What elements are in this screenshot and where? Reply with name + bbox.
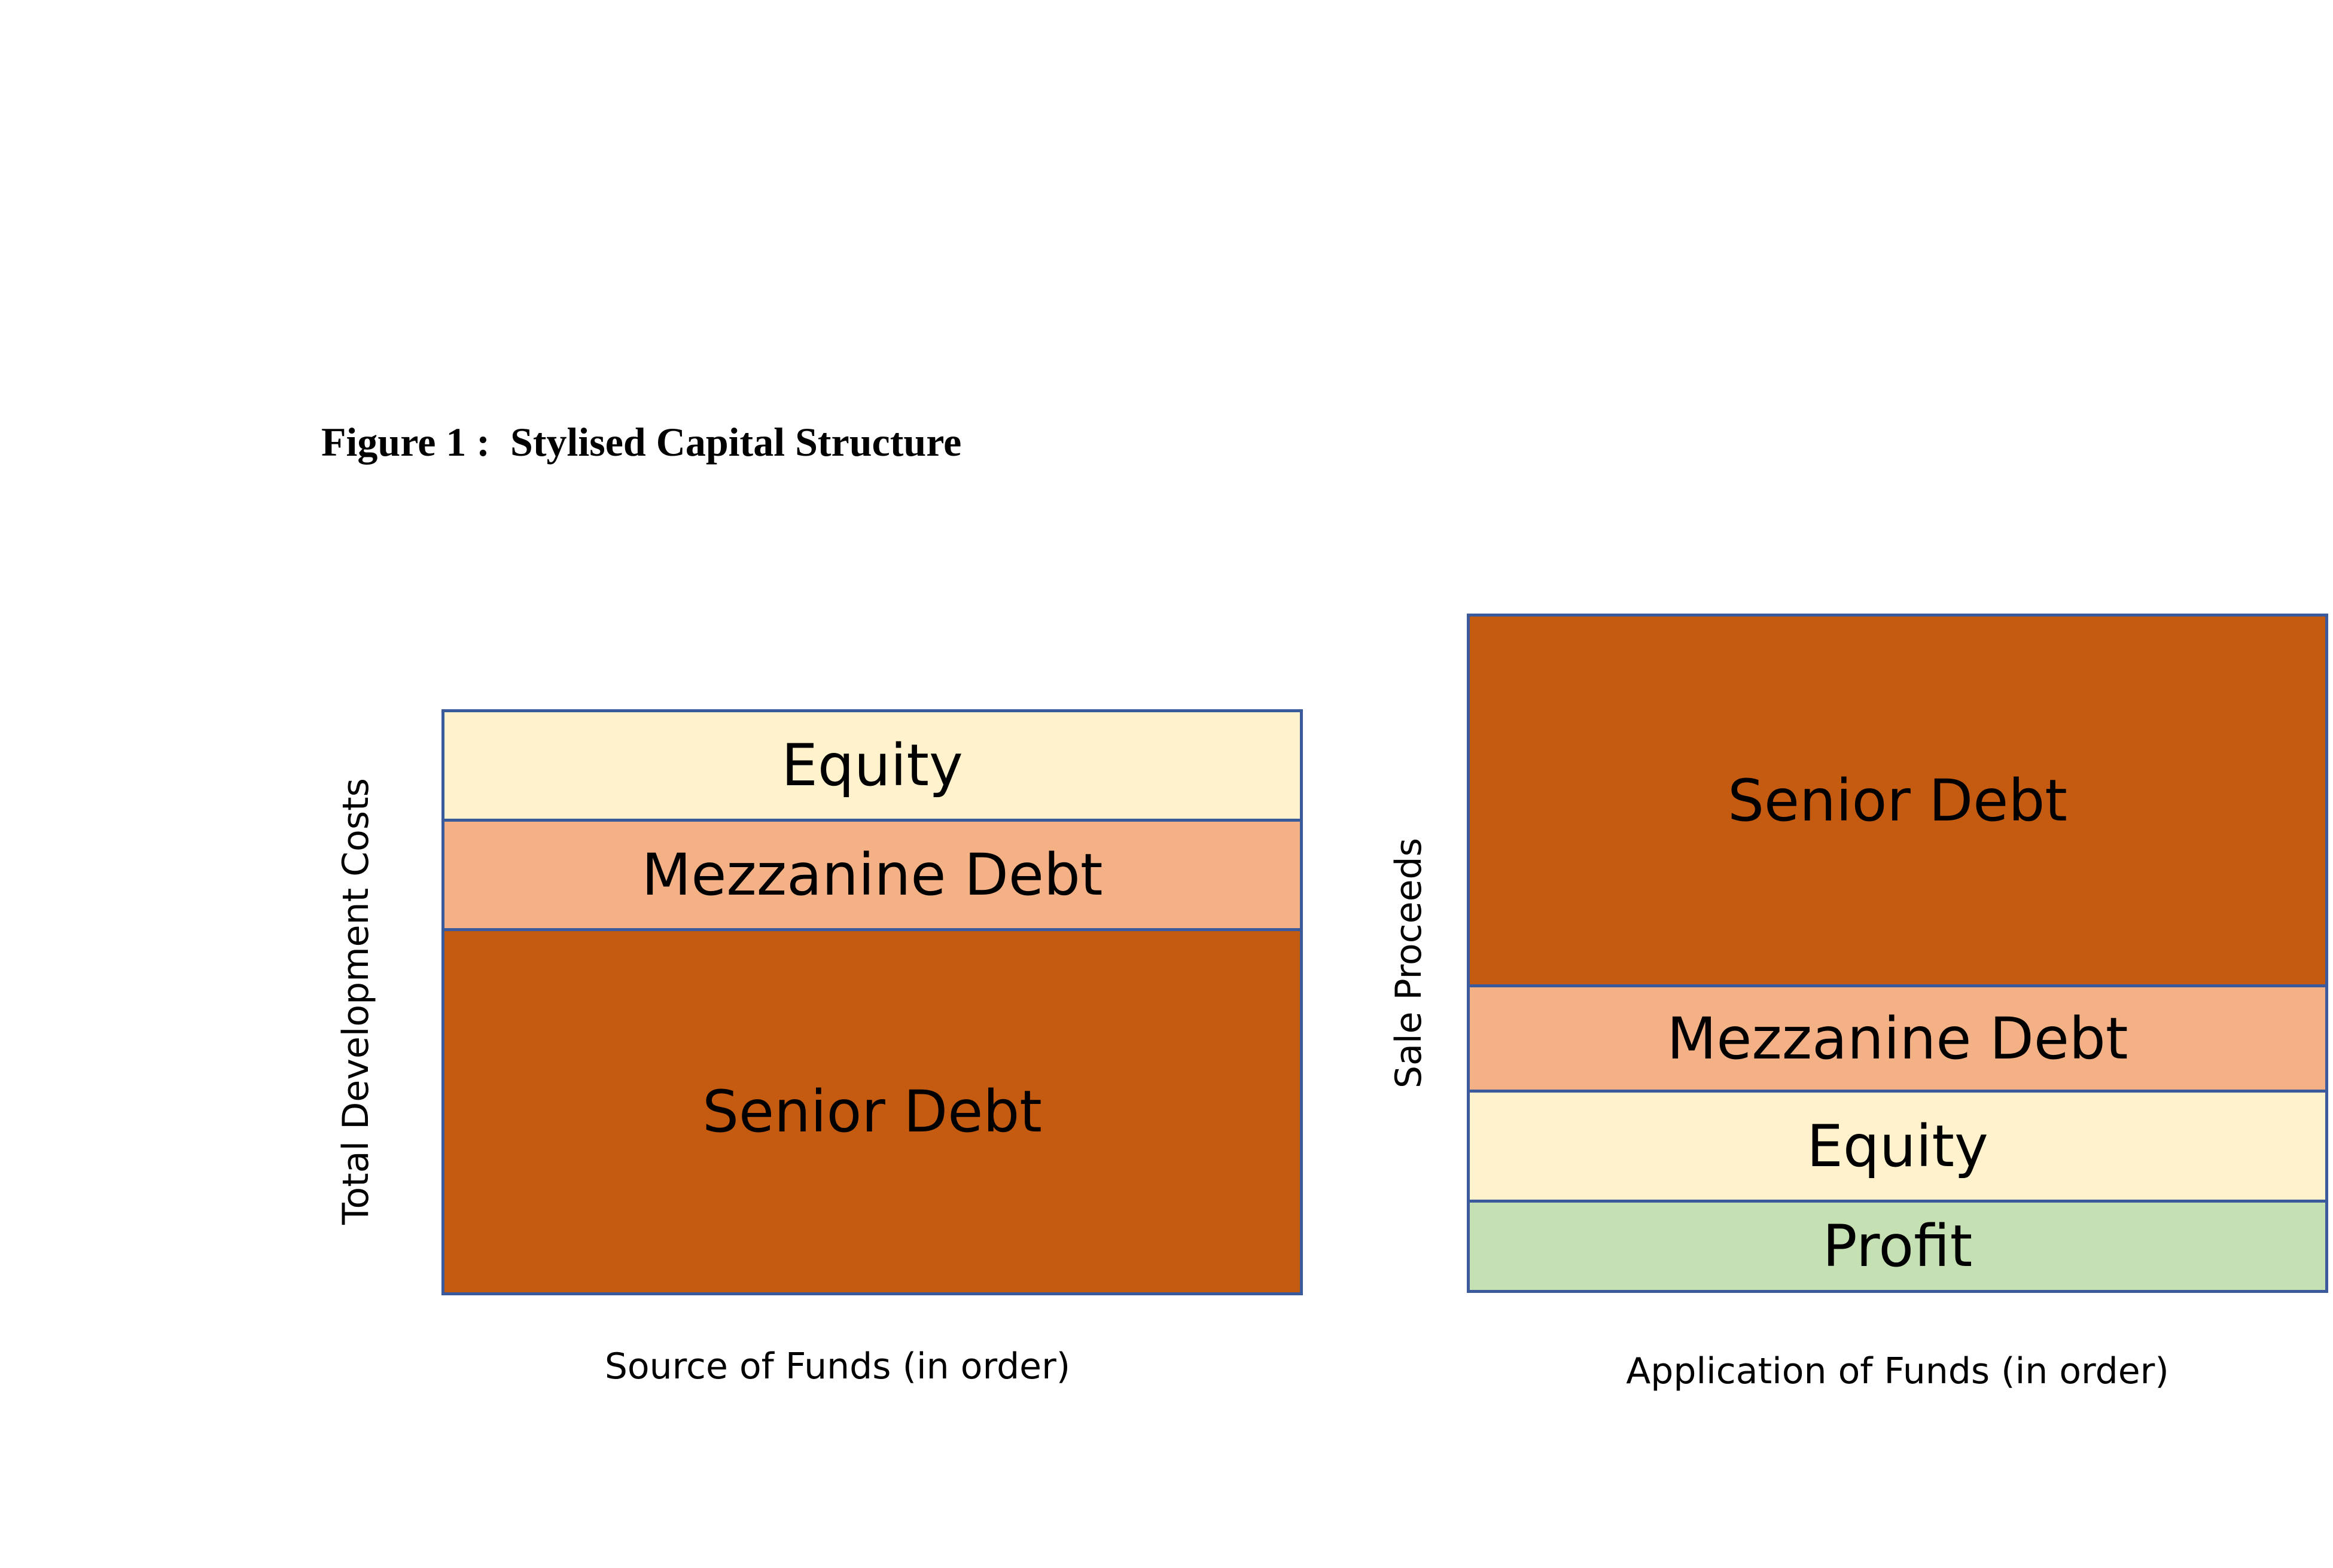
source-of-funds-stack: Equity Mezzanine Debt Senior Debt xyxy=(441,709,1303,1295)
application-mezzanine-debt-block: Mezzanine Debt xyxy=(1470,987,2325,1093)
application-senior-debt-label: Senior Debt xyxy=(1728,767,2067,834)
application-equity-label: Equity xyxy=(1807,1112,1988,1180)
source-mezzanine-debt-block: Mezzanine Debt xyxy=(444,822,1300,931)
application-profit-block: Profit xyxy=(1470,1203,2325,1290)
left-y-axis-label: Total Development Costs xyxy=(335,778,377,1225)
application-profit-label: Profit xyxy=(1822,1213,1973,1280)
source-equity-block: Equity xyxy=(444,712,1300,822)
source-senior-debt-label: Senior Debt xyxy=(702,1078,1042,1145)
source-senior-debt-block: Senior Debt xyxy=(444,931,1300,1292)
application-mezzanine-debt-label: Mezzanine Debt xyxy=(1667,1005,2128,1072)
right-x-axis-label: Application of Funds (in order) xyxy=(1626,1350,2169,1392)
application-of-funds-stack: Senior Debt Mezzanine Debt Equity Profit xyxy=(1467,614,2328,1293)
figure-title: Figure 1 : Stylised Capital Structure xyxy=(321,419,962,465)
left-x-axis-label: Source of Funds (in order) xyxy=(604,1346,1071,1387)
source-mezzanine-debt-label: Mezzanine Debt xyxy=(641,841,1103,908)
application-senior-debt-block: Senior Debt xyxy=(1470,617,2325,987)
source-equity-label: Equity xyxy=(781,732,963,799)
application-equity-block: Equity xyxy=(1470,1093,2325,1203)
right-y-axis-label: Sale Proceeds xyxy=(1388,838,1430,1088)
